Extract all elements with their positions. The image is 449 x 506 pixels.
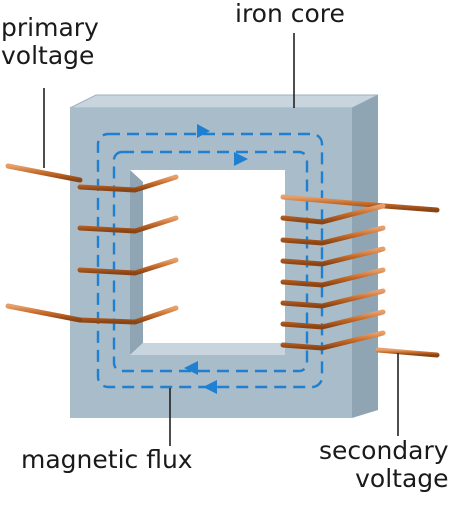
primary-label-line2: voltage (1, 41, 95, 70)
core-hole-inner-top (130, 170, 285, 182)
core-hole-inner-left (130, 170, 143, 355)
primary-label-line1: primary (1, 13, 99, 42)
secondary-label-line1: secondary (319, 436, 449, 465)
core-top-face (69, 94, 379, 109)
magnetic-flux-label: magnetic flux (21, 445, 193, 474)
flux-arrow-icon (203, 380, 217, 394)
flux-arrow-icon (184, 361, 198, 375)
primary-voltage-label: primary voltage (1, 14, 99, 70)
secondary-label-line2: voltage (355, 464, 449, 493)
core-hole-inner-bottom (130, 343, 285, 355)
flux-arrow-icon (234, 152, 248, 166)
flux-arrow-icon (197, 124, 210, 138)
primary-coil (5, 163, 179, 325)
iron-core-label: iron core (235, 0, 345, 28)
secondary-voltage-label: secondary voltage (319, 437, 449, 493)
secondary-coil (280, 194, 440, 358)
